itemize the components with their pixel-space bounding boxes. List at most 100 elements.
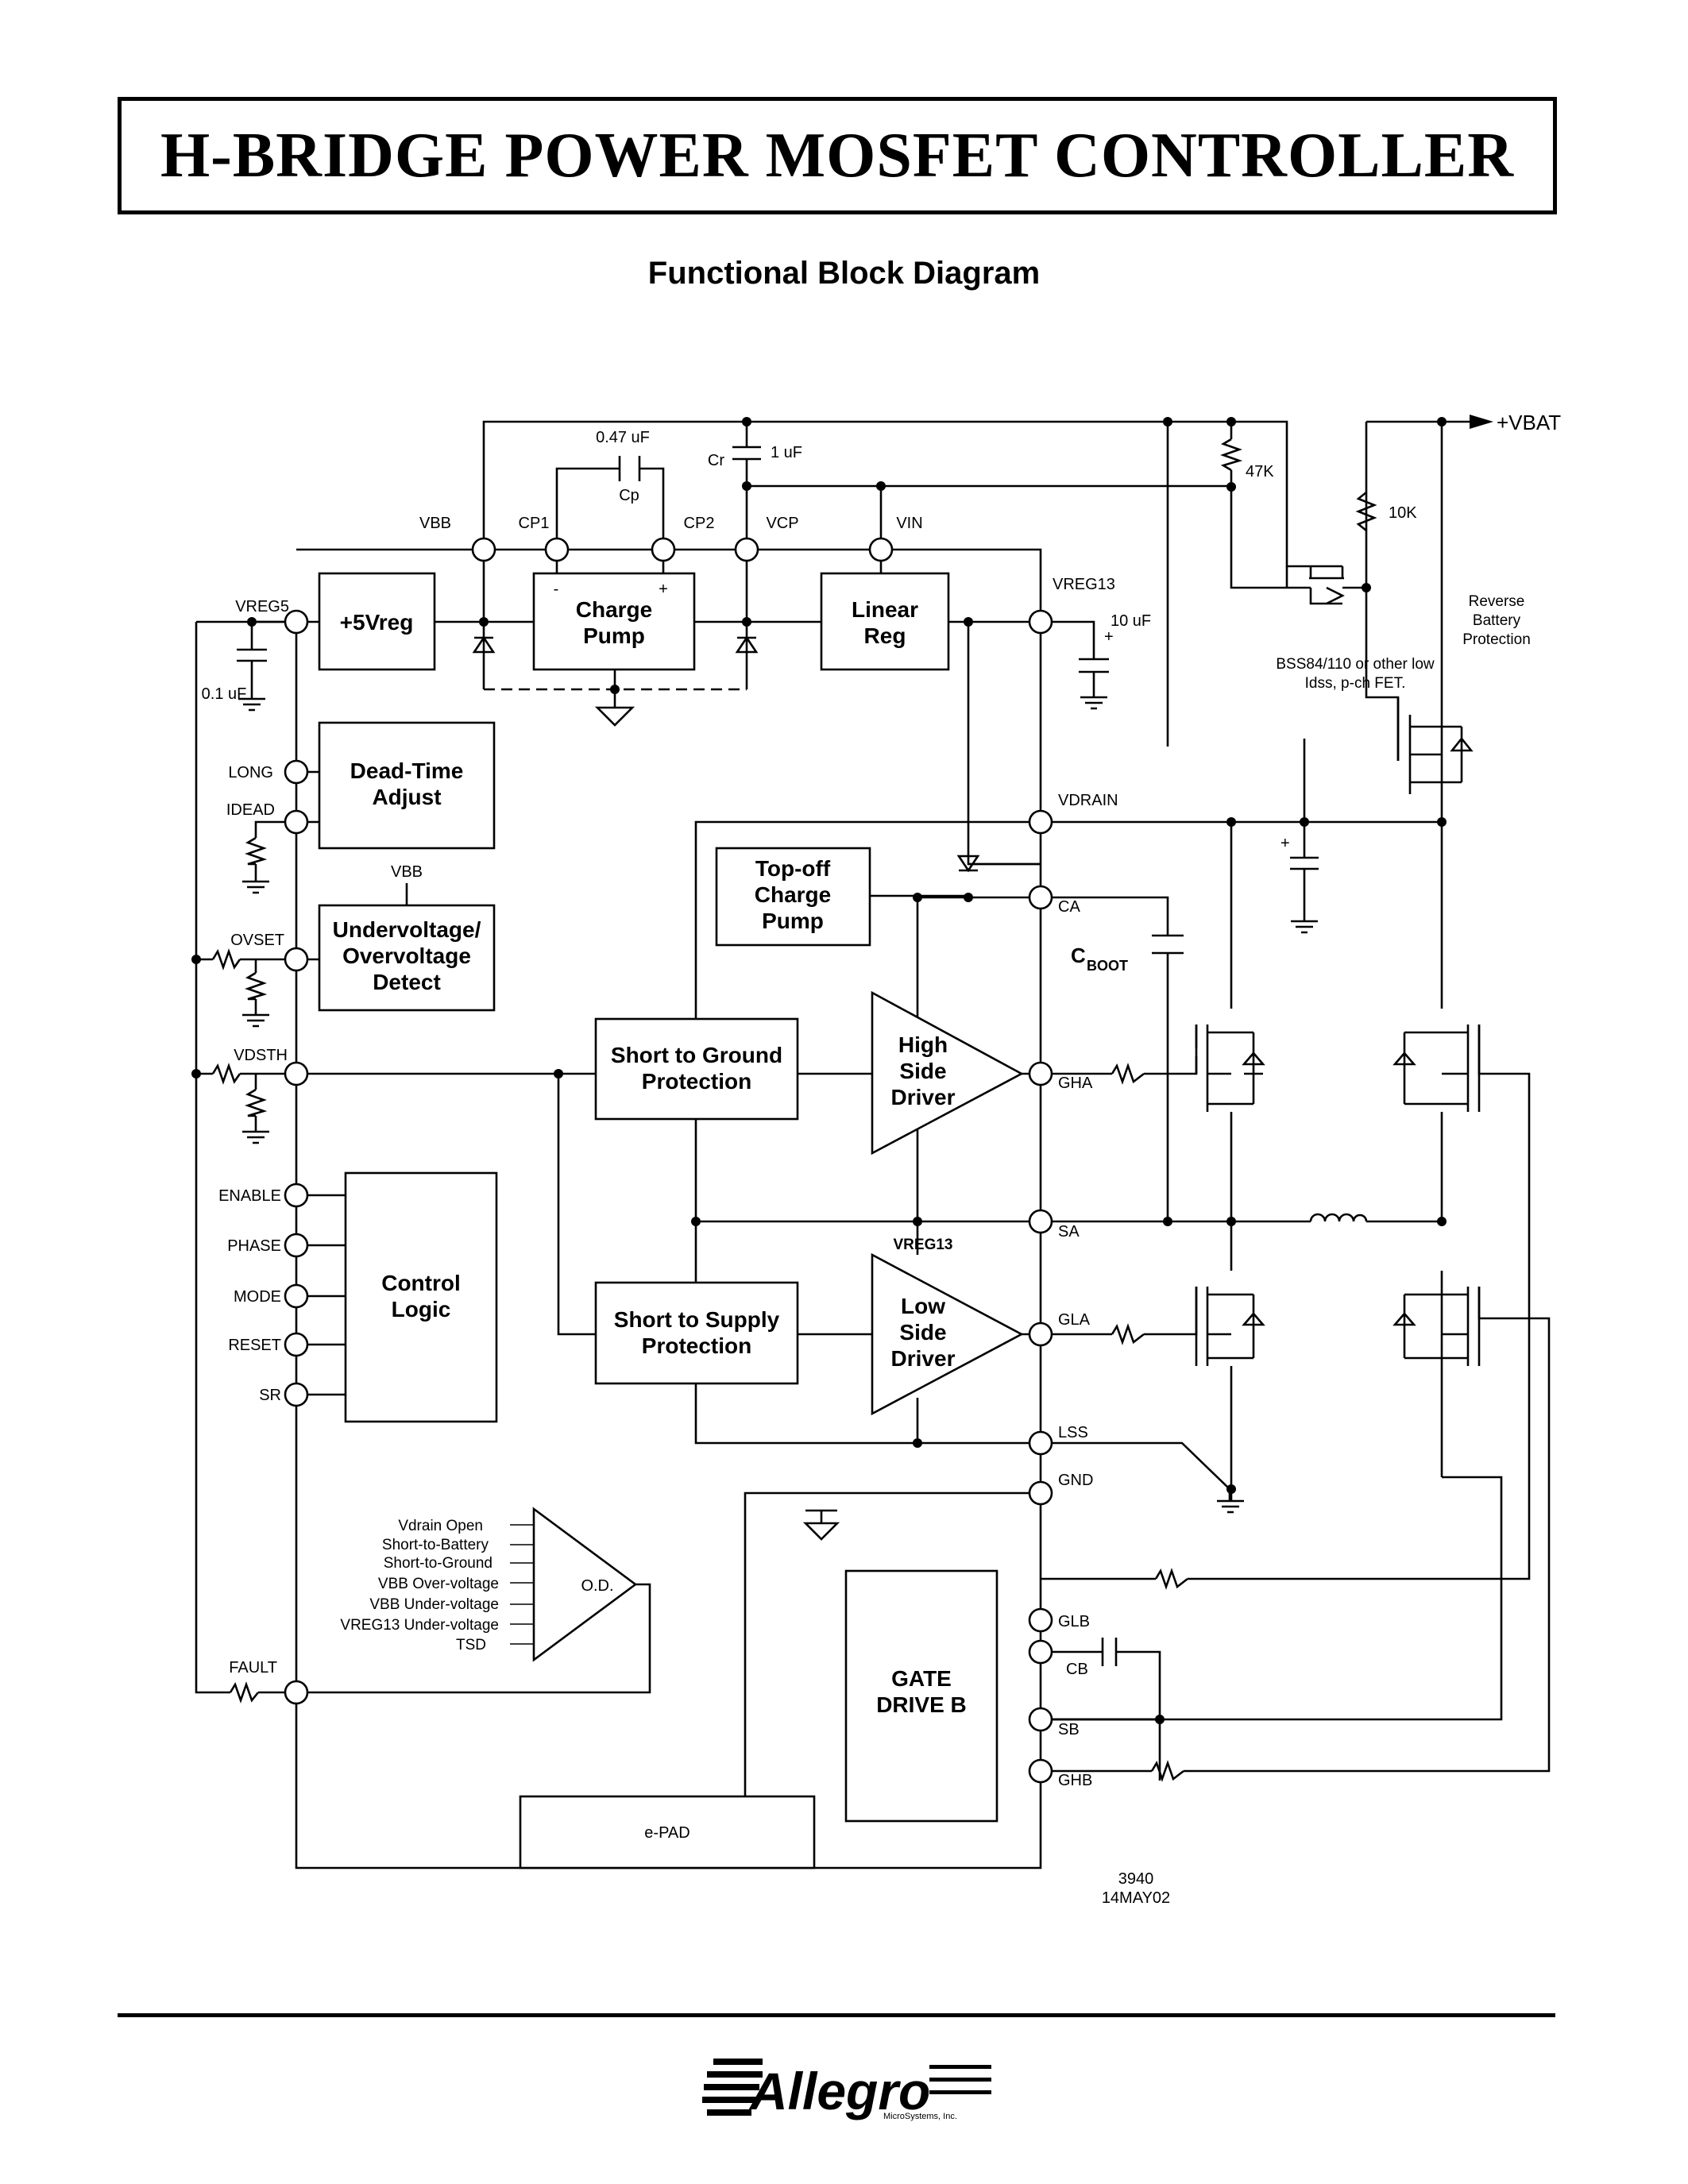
pin-sr	[284, 1382, 309, 1407]
pin-vdsth-label: VDSTH	[234, 1047, 288, 1064]
pin-idead	[284, 809, 309, 835]
high-side-line2: Side	[899, 1059, 946, 1083]
od-label: O.D.	[581, 1577, 613, 1595]
od-input-6: VREG13 Under-voltage	[340, 1617, 499, 1634]
cp-plus: +	[659, 581, 668, 598]
pin-enable	[284, 1183, 309, 1208]
short-supply-line2: Protection	[642, 1333, 751, 1358]
uv-ov-block	[318, 904, 496, 1012]
ls-vreg13-label: VREG13	[894, 1237, 953, 1253]
od-input-4: VBB Over-voltage	[378, 1576, 499, 1592]
reverse-line1: Reverse	[1469, 593, 1525, 610]
allegro-logo: Allegro MicroSystems, Inc.	[702, 2059, 991, 2121]
pin-phase-label: PHASE	[227, 1237, 281, 1255]
r47-label: 47K	[1246, 463, 1274, 480]
cboot-c: C	[1071, 943, 1086, 967]
low-side-line2: Side	[899, 1320, 946, 1345]
pin-vcp	[734, 537, 759, 562]
od-input-5: VBB Under-voltage	[369, 1596, 499, 1613]
cr-value: 1 uF	[771, 444, 802, 461]
uv-vbb-label: VBB	[391, 863, 423, 881]
high-side-line1: High	[898, 1032, 948, 1057]
pin-gnd-label: GND	[1058, 1472, 1093, 1489]
junctions	[191, 417, 1447, 1724]
pin-vbb	[471, 537, 496, 562]
pin-mode-label: MODE	[234, 1288, 281, 1306]
fet-note-1: BSS84/110 or other low	[1276, 656, 1435, 673]
pin-reset	[284, 1332, 309, 1357]
pin-lss	[1028, 1430, 1053, 1456]
pin-reset-label: RESET	[228, 1337, 281, 1354]
dead-time-line1: Dead-Time	[350, 758, 464, 783]
pin-vin	[868, 537, 894, 562]
pin-phase	[284, 1233, 309, 1258]
pin-cp2-label: CP2	[684, 515, 715, 532]
cr-name: Cr	[708, 452, 724, 469]
control-logic-line1: Control	[381, 1271, 461, 1295]
diagram-date: 14MAY02	[1102, 1889, 1170, 1907]
pins	[284, 537, 1053, 1784]
low-side-driver	[871, 1252, 1024, 1416]
cp-value: 0.47 uF	[596, 429, 650, 446]
c-vreg13-plus: +	[1104, 628, 1114, 646]
short-ground-block	[594, 1017, 799, 1121]
blocks: +5Vreg Charge Pump - + Linear Reg Dead-T…	[296, 572, 1024, 1870]
cp-minus: -	[554, 581, 559, 598]
pin-sr-label: SR	[259, 1387, 281, 1404]
cp-name: Cp	[619, 487, 639, 504]
pin-ovset	[284, 947, 309, 972]
pin-idead-label: IDEAD	[226, 801, 275, 819]
dead-time-line2: Adjust	[372, 785, 441, 809]
pin-gha-label: GHA	[1058, 1075, 1093, 1092]
pin-vbb-label: VBB	[419, 515, 451, 532]
pin-gnd	[1028, 1480, 1053, 1506]
od-input-7: TSD	[456, 1637, 486, 1653]
pin-gha	[1028, 1061, 1053, 1086]
pin-mode	[284, 1283, 309, 1309]
r10-label: 10K	[1389, 504, 1417, 522]
high-side-driver	[871, 990, 1024, 1156]
pin-sb-label: SB	[1058, 1721, 1080, 1738]
uv-ov-line1: Undervoltage/	[333, 917, 481, 942]
pin-gla	[1028, 1322, 1053, 1347]
components: 0.47 uF Cp Cr 1 uF 0.1 uF 10 uF +	[202, 411, 1561, 1782]
pin-lss-label: LSS	[1058, 1424, 1088, 1441]
c-vreg5-value: 0.1 uF	[202, 685, 247, 703]
control-logic-line2: Logic	[392, 1297, 451, 1322]
pin-ca	[1028, 885, 1053, 910]
topoff-line3: Pump	[762, 909, 824, 933]
vreg5-block	[318, 572, 436, 671]
low-side-line3: Driver	[891, 1346, 956, 1371]
pin-vdsth	[284, 1061, 309, 1086]
pin-sa	[1028, 1209, 1053, 1234]
reverse-line2: Battery	[1473, 612, 1521, 629]
epad-block	[519, 1795, 816, 1870]
topoff-line1: Top-off	[755, 856, 831, 881]
short-ground-line2: Protection	[642, 1069, 751, 1094]
vbat-label: +VBAT	[1497, 411, 1561, 434]
cboot-sub: BOOT	[1087, 958, 1128, 974]
pin-fault	[284, 1680, 309, 1705]
short-supply-line1: Short to Supply	[614, 1307, 780, 1332]
od-inputs: Vdrain Open Short-to-Battery Short-to-Gr…	[340, 1518, 534, 1653]
high-side-line3: Driver	[891, 1085, 956, 1109]
linear-reg-line2: Reg	[864, 623, 906, 648]
linear-reg-line1: Linear	[852, 597, 918, 622]
charge-pump-line1: Charge	[576, 597, 652, 622]
uv-ov-line3: Detect	[373, 970, 441, 994]
pin-cp1	[544, 537, 570, 562]
pin-ca-label: CA	[1058, 898, 1080, 916]
epad-label: e-PAD	[644, 1824, 689, 1842]
logo-sub: MicroSystems, Inc.	[883, 2112, 957, 2121]
pin-vreg5	[284, 609, 309, 635]
pin-glb-label: GLB	[1058, 1613, 1090, 1630]
pin-labels: VBB CP1 CP2 VCP VIN VREG13 VREG5 LONG ID…	[218, 515, 1118, 1789]
pin-vdrain-label: VDRAIN	[1058, 792, 1118, 809]
c-vreg13-value: 10 uF	[1111, 612, 1151, 630]
diagram-code: 3940	[1118, 1870, 1154, 1888]
linear-reg-block	[820, 572, 950, 671]
dead-time-block	[318, 721, 496, 850]
pin-long	[284, 759, 309, 785]
short-ground-line1: Short to Ground	[611, 1043, 782, 1067]
